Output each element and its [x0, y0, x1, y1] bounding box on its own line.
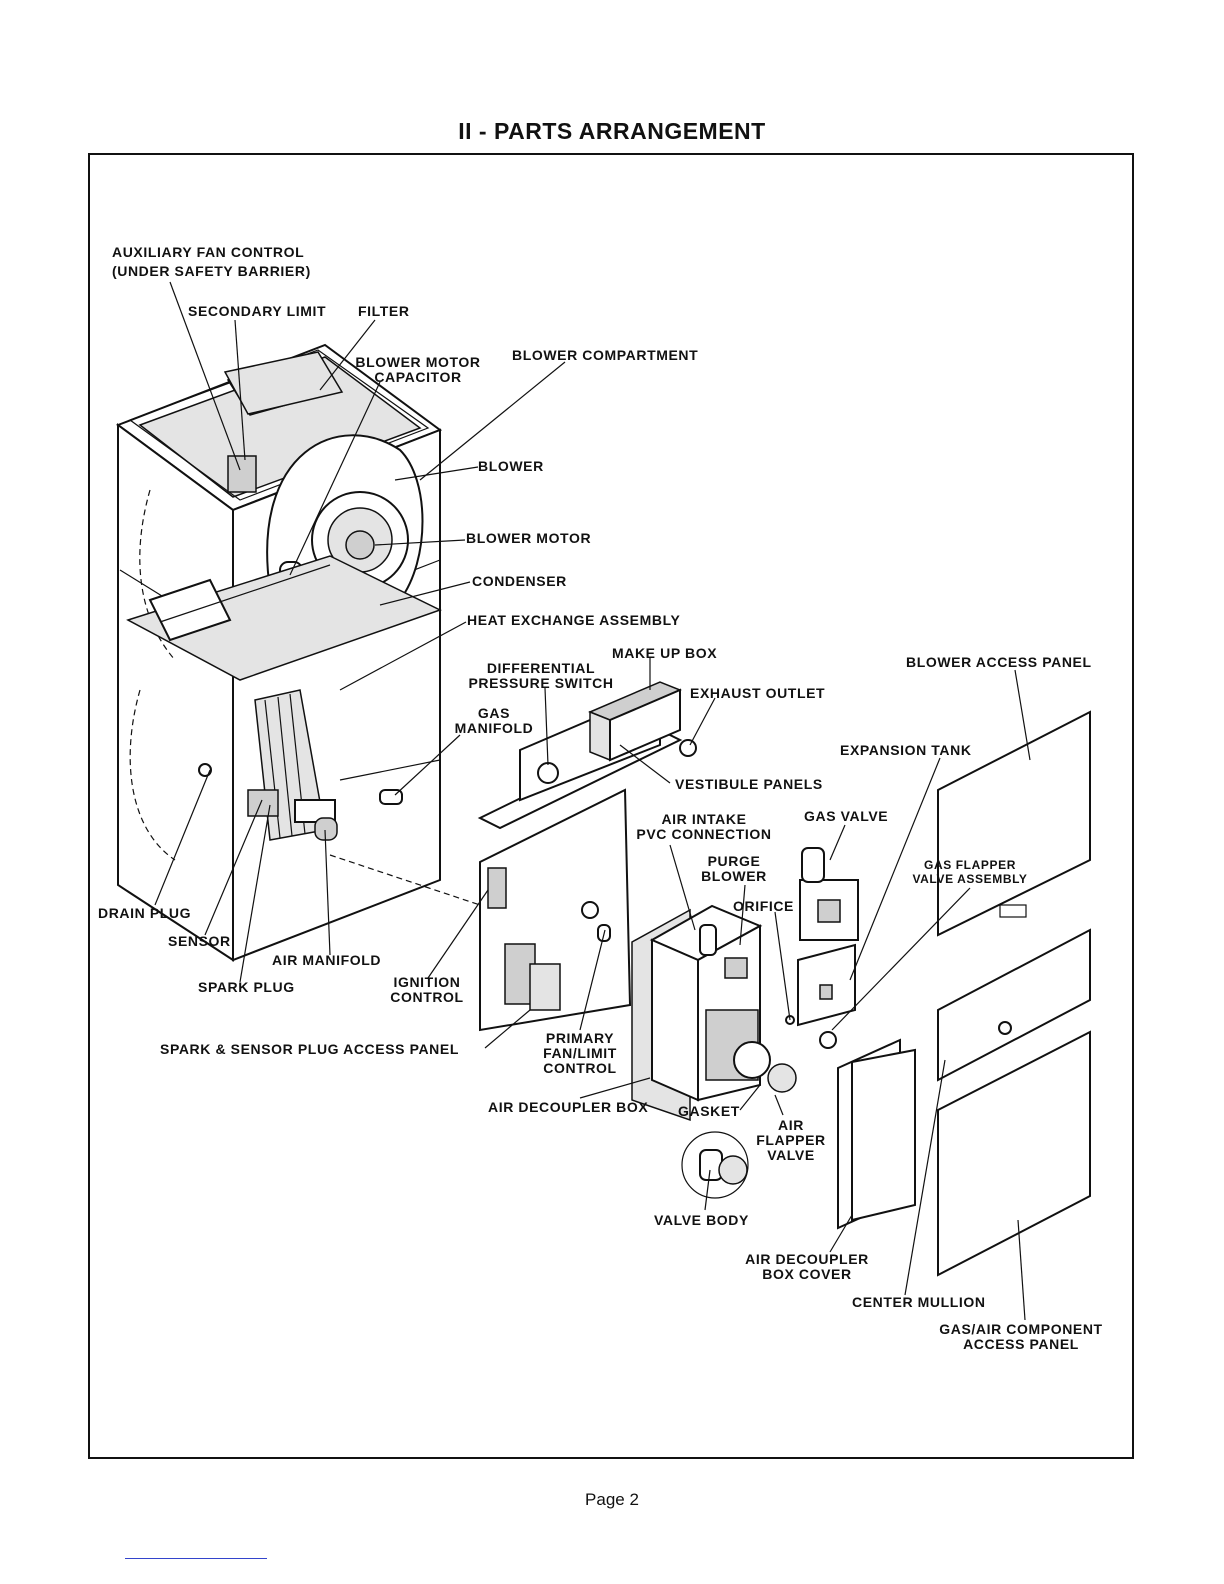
label-auxiliary-fan-control: AUXILIARY FAN CONTROL (UNDER SAFETY BARR…: [112, 245, 311, 279]
drain-plug-part: [198, 763, 212, 777]
label-air-flapper-line3: VALVE: [767, 1147, 815, 1163]
valve-body-detail: [681, 1131, 749, 1199]
gas-valve-assembly: [785, 847, 859, 1049]
label-blower-motor: BLOWER MOTOR: [466, 530, 592, 546]
label-auxiliary-fan-control-line1: AUXILIARY FAN CONTROL: [112, 244, 305, 260]
label-gas-flapper-line1: GAS FLAPPER: [924, 858, 1016, 872]
footnote-rule: [125, 1558, 267, 1559]
label-purge-blower-line2: BLOWER: [701, 868, 767, 884]
label-ignition-control: IGNITION CONTROL: [382, 975, 472, 1005]
label-air-decoupler-box-cover: AIR DECOUPLER BOX COVER: [735, 1252, 879, 1282]
label-gas-flapper-valve-assembly: GAS FLAPPER VALVE ASSEMBLY: [900, 858, 1040, 886]
label-spark-plug: SPARK PLUG: [198, 979, 295, 995]
label-center-mullion: CENTER MULLION: [852, 1294, 986, 1310]
vestibule-panel-lower: [329, 788, 632, 1032]
label-expansion-tank: EXPANSION TANK: [840, 742, 972, 758]
condenser: [126, 555, 442, 681]
heat-exchanger: [247, 689, 441, 841]
filter: [128, 349, 430, 501]
label-gas-air-panel-line2: ACCESS PANEL: [963, 1336, 1079, 1352]
label-orifice: ORIFICE: [733, 898, 794, 914]
label-valve-body: VALVE BODY: [654, 1212, 749, 1228]
label-filter: FILTER: [358, 303, 410, 319]
label-gas-manifold: GAS MANIFOLD: [448, 706, 540, 736]
label-heat-exchange-assembly: HEAT EXCHANGE ASSEMBLY: [467, 612, 681, 628]
label-differential-line1: DIFFERENTIAL: [486, 660, 596, 676]
label-drain-plug: DRAIN PLUG: [98, 905, 192, 921]
label-differential-pressure-switch: DIFFERENTIAL PRESSURE SWITCH: [460, 661, 622, 691]
label-differential-line2: PRESSURE SWITCH: [468, 675, 614, 691]
center-mullion: [937, 928, 1091, 1082]
page-number: Page 2: [585, 1490, 639, 1509]
label-air-flapper-line2: FLAPPER: [756, 1132, 826, 1148]
label-blower: BLOWER: [478, 458, 544, 474]
air-decoupler-box-cover: [837, 1038, 916, 1230]
label-purge-blower: PURGE BLOWER: [692, 854, 776, 884]
label-auxiliary-fan-control-line2: (UNDER SAFETY BARRIER): [112, 263, 311, 279]
label-blower-motor-capacitor: BLOWER MOTOR CAPACITOR: [348, 355, 488, 385]
label-ignition-control-line1: IGNITION: [393, 974, 461, 990]
label-air-intake-line2: PVC CONNECTION: [636, 826, 772, 842]
vestibule-panel-upper: [477, 681, 697, 830]
label-vestibule-panels: VESTIBULE PANELS: [675, 776, 823, 792]
label-spark-sensor-plug-access-panel: SPARK & SENSOR PLUG ACCESS PANEL: [160, 1041, 459, 1057]
label-air-intake-pvc-connection: AIR INTAKE PVC CONNECTION: [625, 812, 783, 842]
label-primary-fan-limit-control: PRIMARY FAN/LIMIT CONTROL: [530, 1031, 630, 1076]
leader-lines: [154, 281, 1031, 1321]
label-air-flapper-valve: AIR FLAPPER VALVE: [748, 1118, 834, 1163]
label-sensor: SENSOR: [168, 933, 231, 949]
label-primary-limit-line2: FAN/LIMIT: [543, 1045, 617, 1061]
label-gas-flapper-line2: VALVE ASSEMBLY: [912, 872, 1028, 886]
label-exhaust-outlet: EXHAUST OUTLET: [690, 685, 826, 701]
air-decoupler-box: [649, 904, 797, 1102]
label-air-intake-line1: AIR INTAKE: [661, 811, 747, 827]
label-air-decoupler-box: AIR DECOUPLER BOX: [488, 1099, 649, 1115]
label-gas-air-panel-line1: GAS/AIR COMPONENT: [939, 1321, 1103, 1337]
label-gas-valve: GAS VALVE: [804, 808, 889, 824]
label-decoupler-cover-line2: BOX COVER: [762, 1266, 852, 1282]
label-condenser: CONDENSER: [472, 573, 567, 589]
label-ignition-control-line2: CONTROL: [390, 989, 464, 1005]
label-decoupler-cover-line1: AIR DECOUPLER: [745, 1251, 869, 1267]
label-air-flapper-line1: AIR: [778, 1117, 804, 1133]
diagram-frame: [88, 153, 1134, 1459]
label-gas-manifold-line1: GAS: [477, 705, 511, 721]
label-gas-manifold-line2: MANIFOLD: [454, 720, 534, 736]
label-primary-limit-line3: CONTROL: [543, 1060, 617, 1076]
label-primary-limit-line1: PRIMARY: [545, 1030, 615, 1046]
label-secondary-limit: SECONDARY LIMIT: [188, 303, 327, 319]
label-make-up-box: MAKE UP BOX: [612, 645, 718, 661]
label-blower-compartment: BLOWER COMPARTMENT: [512, 347, 699, 363]
label-blower-motor-capacitor-line2: CAPACITOR: [374, 369, 462, 385]
gas-air-access-panel: [937, 1030, 1091, 1277]
label-gas-air-component-access-panel: GAS/AIR COMPONENT ACCESS PANEL: [926, 1322, 1116, 1352]
label-blower-motor-capacitor-line1: BLOWER MOTOR: [355, 354, 481, 370]
blower-access-panel: [937, 710, 1091, 937]
label-air-manifold: AIR MANIFOLD: [272, 952, 382, 968]
label-purge-blower-line1: PURGE: [707, 853, 761, 869]
label-blower-access-panel: BLOWER ACCESS PANEL: [906, 654, 1092, 670]
page-title: II - PARTS ARRANGEMENT: [458, 118, 766, 144]
label-gasket: GASKET: [678, 1103, 740, 1119]
